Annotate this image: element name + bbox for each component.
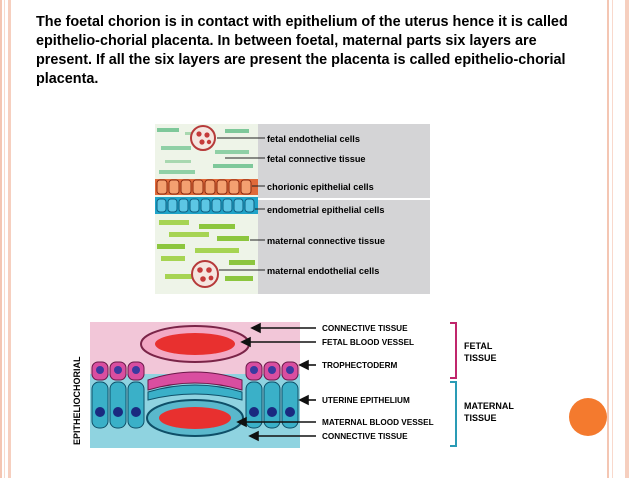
fetal-bracket [450, 322, 457, 379]
fetal-blood-vessel-lumen [155, 333, 235, 355]
left-border-line [4, 0, 5, 478]
body-paragraph: The foetal chorion is in contact with ep… [36, 14, 568, 87]
label-connective-tissue-bottom: CONNECTIVE TISSUE [322, 432, 408, 441]
maternal-connective-tissue-band [157, 220, 255, 281]
label-fetal-blood-vessel: FETAL BLOOD VESSEL [322, 338, 414, 347]
left-border-line [8, 0, 11, 478]
label-fetal-endothelial-cells: fetal endothelial cells [267, 134, 360, 144]
label-maternal-blood-vessel: MATERNAL BLOOD VESSEL [322, 418, 434, 427]
epitheliochorial-diagram: EPITHELIOCHORIAL [72, 322, 514, 448]
group-fetal-line2: TISSUE [464, 353, 497, 363]
chorionic-epithelial-cells-band [155, 179, 258, 195]
group-maternal-line2: TISSUE [464, 413, 497, 423]
trophectoderm-arch [147, 371, 243, 391]
side-title-epitheliochorial: EPITHELIOCHORIAL [72, 356, 82, 445]
uterine-epithelium-cells [91, 381, 299, 429]
maternal-bracket [450, 381, 457, 447]
uterine-epithelium-arch [147, 384, 243, 401]
label-uterine-epithelium: UTERINE EPITHELIUM [322, 396, 410, 405]
label-panel [258, 124, 430, 294]
label-endometrial-epithelial-cells: endometrial epithelial cells [267, 205, 384, 215]
label-arrows [236, 322, 316, 442]
maternal-blood-vessel-lumen [159, 407, 231, 429]
decorative-orange-circle [569, 398, 607, 436]
label-connective-tissue-top: CONNECTIVE TISSUE [322, 324, 408, 333]
trophectoderm-cells [91, 361, 299, 381]
right-border-line [625, 0, 629, 478]
maternal-endothelial-cell-icon [191, 260, 219, 288]
left-border-line [0, 0, 2, 478]
right-border-line [607, 0, 609, 478]
fetal-endothelial-cell-icon [190, 125, 216, 151]
group-fetal-line1: FETAL [464, 341, 493, 351]
right-border-line [612, 0, 613, 478]
leader-lines [217, 137, 265, 271]
endometrial-epithelial-cells-band [155, 197, 258, 214]
group-maternal-line1: MATERNAL [464, 401, 514, 411]
panel-divider [258, 198, 430, 200]
label-maternal-connective-tissue: maternal connective tissue [267, 236, 385, 246]
tissue-schematic [90, 322, 300, 448]
label-fetal-connective-tissue: fetal connective tissue [267, 154, 366, 164]
placenta-layers-figure: fetal endothelial cells fetal connective… [155, 124, 430, 294]
label-chorionic-epithelial-cells: chorionic epithelial cells [267, 182, 374, 192]
label-maternal-endothelial-cells: maternal endothelial cells [267, 266, 379, 276]
label-trophectoderm: TROPHECTODERM [322, 361, 398, 370]
